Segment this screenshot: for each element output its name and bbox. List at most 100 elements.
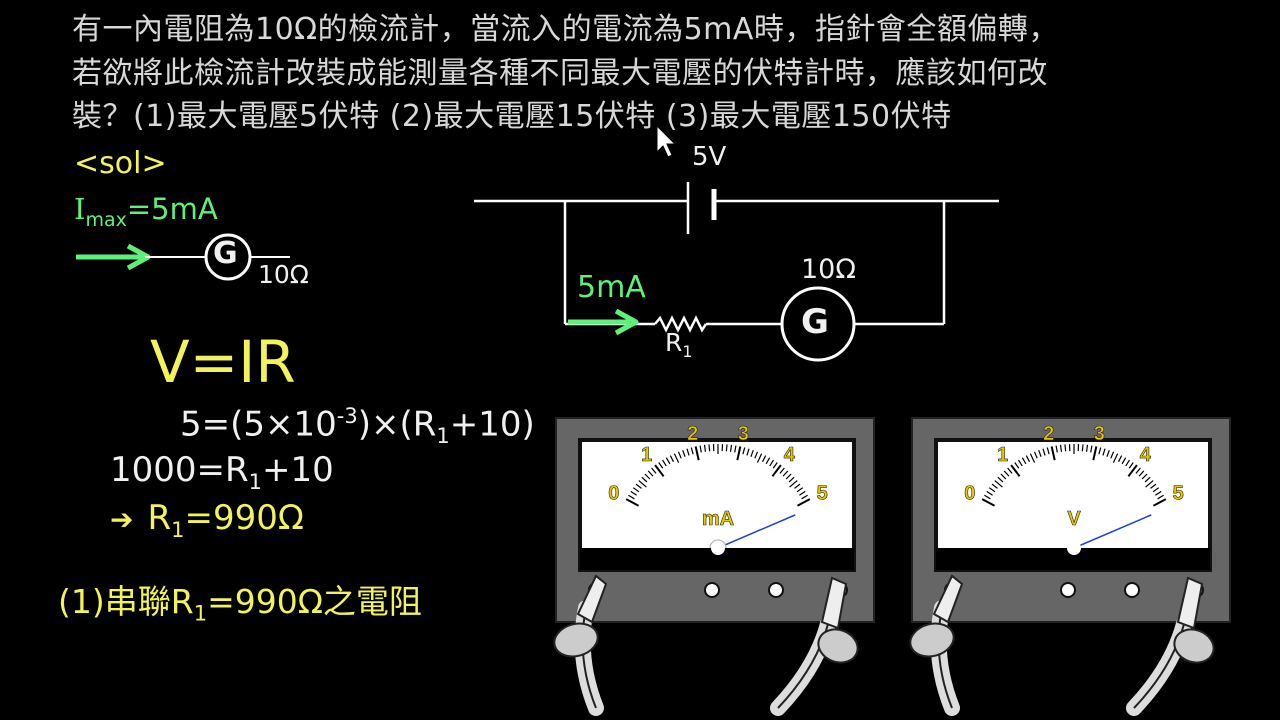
- scale-tick: [708, 444, 711, 452]
- scale-tick: [725, 444, 728, 452]
- scale-label: 5: [1173, 483, 1184, 505]
- scale-tick: [632, 487, 640, 493]
- answer-1: (1)串聯R1=990Ω之電阻: [58, 575, 422, 626]
- scale-label: 2: [1043, 423, 1054, 445]
- scale-tick: [1135, 467, 1141, 474]
- small-galvanometer-resistance: 10Ω: [258, 260, 309, 289]
- scale-tick: [647, 470, 654, 477]
- scale-tick: [785, 473, 792, 480]
- scale-tick: [682, 449, 686, 457]
- eq3-part-c: =990Ω: [184, 498, 304, 538]
- scale-tick: [750, 449, 754, 457]
- meter-needle: [717, 514, 796, 549]
- scale-tick: [734, 445, 737, 453]
- scale-tick: [1102, 448, 1106, 456]
- scale-tick: [628, 494, 635, 500]
- scale-tick: [1003, 470, 1010, 477]
- scale-label: 0: [608, 483, 619, 505]
- scale-tick: [984, 494, 991, 500]
- scale-tick: [746, 448, 750, 456]
- scale-tick: [981, 498, 996, 507]
- scale-tick: [761, 455, 767, 463]
- eq1-subscript: 1: [436, 424, 450, 449]
- eq2-part-c: +10: [262, 450, 334, 490]
- scale-tick: [641, 476, 648, 483]
- ohms-law: V=IR: [150, 328, 296, 396]
- scale-tick: [729, 444, 733, 452]
- scale-tick: [699, 445, 702, 453]
- scale-tick: [994, 480, 1003, 488]
- face-bottom-band: [936, 548, 1210, 570]
- scale-tick: [1125, 459, 1130, 467]
- eq1-part-b: )×(R: [357, 404, 437, 445]
- face-bottom-band: [580, 548, 854, 570]
- scale-tick: [986, 490, 993, 496]
- solution-heading: <sol>: [74, 146, 167, 181]
- galvanometer-resistance: 10Ω: [801, 254, 856, 285]
- scale-tick: [1021, 457, 1027, 465]
- scale-tick: [1110, 451, 1115, 459]
- scale-tick: [694, 446, 700, 461]
- scale-tick: [754, 451, 759, 459]
- scale-tick: [997, 476, 1004, 483]
- probe-clip-left[interactable]: [907, 574, 964, 716]
- scale-tick: [756, 453, 763, 463]
- small-galvanometer-diagram: [76, 233, 290, 281]
- scale-tick: [1144, 476, 1151, 483]
- scale-tick: [669, 455, 675, 463]
- scale-tick: [1152, 487, 1160, 493]
- equation-1: 5=(5×10-3)×(R1+10): [180, 404, 535, 448]
- question-line-1: 有一內電阻為10Ω的檢流計，當流入的電流為5mA時，指針會全額偏轉，: [72, 12, 1059, 47]
- scale-tick: [1155, 490, 1162, 496]
- scale-tick: [1145, 480, 1154, 488]
- probe-clip-right[interactable]: [770, 576, 862, 716]
- scale-tick: [677, 451, 682, 459]
- scale-tick: [991, 483, 998, 489]
- current-arrow-circuit-head: [614, 308, 639, 336]
- battery-label: 5V: [692, 142, 727, 172]
- terminal-2[interactable]: [704, 582, 720, 598]
- scale-tick: [1128, 462, 1134, 469]
- scale-label: 2: [687, 423, 698, 445]
- scale-tick: [1117, 455, 1123, 463]
- scale-tick: [1141, 473, 1148, 480]
- scale-tick: [1018, 459, 1023, 467]
- scale-label: 4: [784, 444, 796, 466]
- resistor-r1-zigzag: [654, 315, 708, 333]
- scale-tick: [1014, 462, 1020, 469]
- scale-tick: [630, 490, 637, 496]
- terminal-3[interactable]: [768, 582, 784, 598]
- terminal-2[interactable]: [1060, 582, 1076, 598]
- pivot-cap: [711, 541, 725, 555]
- scale-tick: [1121, 457, 1127, 465]
- probe-clip-left[interactable]: [551, 574, 608, 716]
- eq2-subscript: 1: [248, 469, 263, 494]
- terminal-3[interactable]: [1124, 582, 1140, 598]
- scale-tick: [1092, 446, 1098, 461]
- question-line-3: 裝？(1)最大電壓5伏特 (2)最大電壓15伏特 (3)最大電壓150伏特: [72, 99, 952, 134]
- scale-tick: [644, 473, 651, 480]
- scale-tick: [769, 459, 774, 467]
- scale-tick: [1157, 494, 1164, 500]
- scale-tick: [1033, 451, 1038, 459]
- scale-tick: [788, 476, 795, 483]
- scale-tick: [690, 447, 694, 455]
- scale-tick: [651, 467, 657, 474]
- scale-label: 5: [817, 483, 828, 505]
- eq3-subscript: 1: [171, 517, 185, 542]
- scale-tick: [1029, 453, 1036, 463]
- meter-unit-label: V: [1067, 508, 1081, 530]
- answer-part-c: =990Ω之電阻: [207, 582, 422, 621]
- scale-tick: [673, 453, 680, 463]
- scale-label: 3: [1094, 423, 1105, 445]
- circuit-diagram: [474, 182, 999, 362]
- scale-tick: [1150, 483, 1157, 489]
- scale-tick: [1098, 447, 1102, 455]
- scale-tick: [1127, 464, 1138, 477]
- probe-clip-right[interactable]: [1126, 576, 1218, 716]
- scale-label: 0: [964, 483, 975, 505]
- eq1-exponent: -3: [336, 404, 358, 428]
